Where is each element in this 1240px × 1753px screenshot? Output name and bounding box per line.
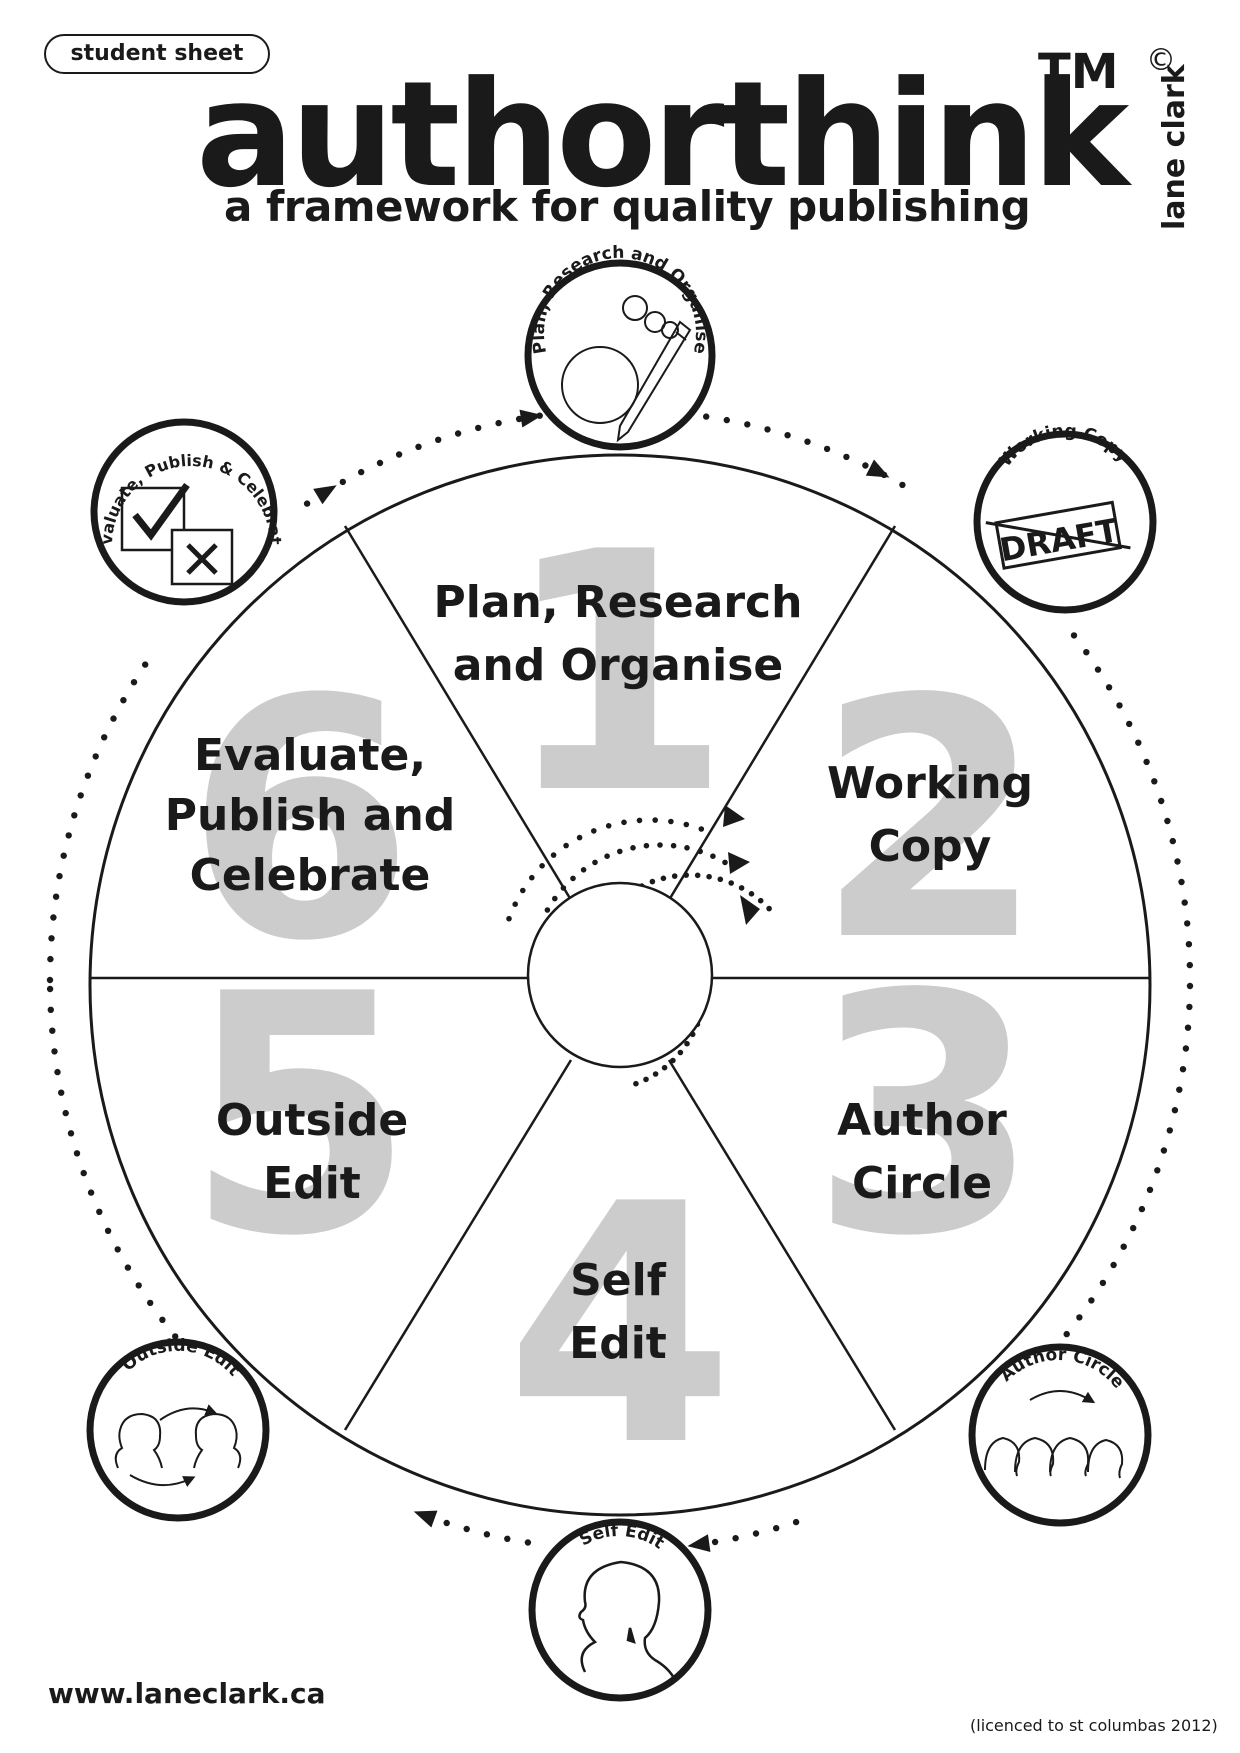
stage-label-2b: Copy [869, 821, 992, 872]
stage-label-3b: Circle [852, 1158, 992, 1209]
stage-label-1a: Plan, Research [434, 577, 803, 628]
wheel-spokes [90, 525, 1149, 1431]
single-head-icon [578, 1560, 677, 1681]
stage-label-5b: Edit [263, 1158, 361, 1209]
stage-badge-5: Outside Edit [86, 1336, 270, 1522]
page-subtitle: a framework for quality publishing [224, 182, 1031, 231]
wheel-hub [526, 881, 714, 1069]
two-heads-exchange-icon [114, 1404, 242, 1487]
stage-numeral-6: 6 [185, 629, 415, 1013]
outer-cycle-arrows [313, 409, 1015, 1553]
stage-numeral-1: 1 [502, 482, 732, 866]
hub-dotted-arcs [506, 817, 772, 1087]
stage-label-1b: and Organise [453, 640, 784, 691]
licence-note: (licenced to st columbas 2012) [970, 1716, 1218, 1735]
stage-numeral-2: 2 [815, 629, 1045, 1013]
checkbox-tick-cross-icon [120, 482, 234, 586]
stage-label-6c: Celebrate [190, 850, 431, 901]
thought-bubbles-pencil-icon [561, 295, 692, 443]
stage-label-6a: Evaluate, [194, 730, 426, 781]
stage-badge-2: Working Copy DRAFT [973, 421, 1157, 614]
stage-label-4b: Edit [569, 1318, 667, 1369]
trademark-mark: TM [1038, 44, 1119, 100]
copyright-mark: © [1146, 43, 1176, 78]
stage-labels: Plan, Research and Organise Working Copy… [165, 577, 1033, 1369]
page-title: authorthink [196, 50, 1129, 220]
stage-label-4a: Self [570, 1255, 667, 1306]
stage-badge-3: Author Circle [968, 1343, 1152, 1527]
stage-numeral-3: 3 [810, 924, 1040, 1308]
stage-label-5a: Outside [216, 1095, 408, 1146]
stage-numerals: 1 2 3 4 5 6 [185, 482, 1045, 1518]
stage-badge-1: Plan, Research and Organise [524, 243, 716, 451]
group-of-heads-icon [984, 1390, 1124, 1479]
stage-label-3a: Author [837, 1095, 1007, 1146]
website-link[interactable]: www.laneclark.ca [48, 1677, 326, 1710]
stage-badge-4: Self Edit [528, 1518, 712, 1702]
stage-numeral-5: 5 [185, 924, 415, 1308]
stage-numeral-4: 4 [505, 1134, 735, 1518]
stage-label-6b: Publish and [165, 790, 456, 841]
hub-arrows [723, 805, 760, 925]
stage-label-2a: Working [827, 758, 1033, 809]
stage-badge-6: Evaluate, Publish & Celebrate [0, 0, 285, 606]
student-sheet-badge: student sheet [44, 34, 270, 74]
